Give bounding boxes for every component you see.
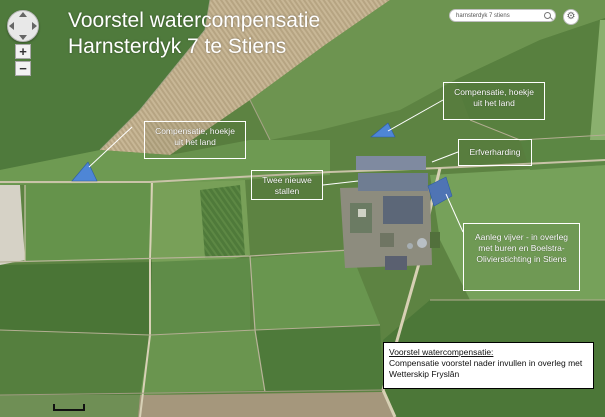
label-stallen: Twee nieuwe stallen bbox=[251, 170, 323, 200]
note-body: Compensatie voorstel nader invullen in o… bbox=[389, 358, 583, 379]
label-compensatie-left-text: Compensatie, hoekje uit het land bbox=[155, 126, 235, 147]
pan-up-icon[interactable] bbox=[19, 12, 27, 17]
pan-right-icon[interactable] bbox=[32, 22, 37, 30]
map-title-line-1: Voorstel watercompensatie bbox=[68, 9, 321, 32]
water-note-box: Voorstel watercompensatie: Compensatie v… bbox=[383, 342, 594, 389]
map-title-line-2: Harnsterdyk 7 te Stiens bbox=[68, 35, 287, 58]
label-compensatie-right: Compensatie, hoekje uit het land bbox=[443, 82, 545, 120]
map-title: Voorstel watercompensatie Harnsterdyk 7 … bbox=[68, 8, 320, 60]
label-vijver: Aanleg vijver - in overleg met buren en … bbox=[463, 223, 580, 291]
pan-left-icon[interactable] bbox=[9, 22, 14, 30]
search-input[interactable]: harnsterdyk 7 stiens bbox=[449, 9, 556, 22]
note-title: Voorstel watercompensatie: bbox=[389, 347, 494, 357]
zoom-out-button[interactable]: − bbox=[15, 61, 31, 76]
label-compensatie-left: Compensatie, hoekje uit het land bbox=[144, 121, 246, 159]
zoom-in-button[interactable]: + bbox=[15, 44, 31, 59]
pan-down-icon[interactable] bbox=[19, 35, 27, 40]
scale-bar bbox=[53, 404, 85, 411]
search-icon[interactable] bbox=[544, 12, 551, 19]
label-erfverharding-text: Erfverharding bbox=[469, 147, 521, 157]
pan-control[interactable] bbox=[7, 10, 39, 42]
label-erfverharding: Erfverharding bbox=[458, 139, 532, 166]
gear-icon[interactable]: ⚙ bbox=[563, 9, 579, 25]
label-vijver-text: Aanleg vijver - in overleg met buren en … bbox=[474, 232, 569, 264]
label-compensatie-right-text: Compensatie, hoekje uit het land bbox=[454, 87, 534, 108]
label-stallen-text: Twee nieuwe stallen bbox=[262, 175, 312, 196]
search-value: harnsterdyk 7 stiens bbox=[456, 13, 510, 19]
